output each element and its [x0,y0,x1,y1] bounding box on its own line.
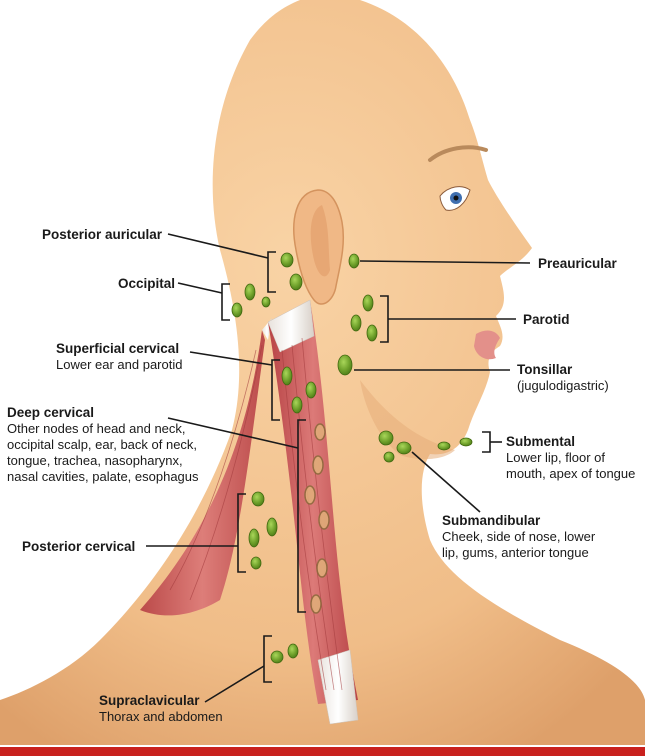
label-superficial-cervical: Superficial cervical Lower ear and parot… [56,340,182,373]
deep-cervical-desc-line: Other nodes of head and neck, [7,421,186,436]
deep-cervical-desc-line: tongue, trachea, nasopharynx, [7,453,183,468]
submandibular-nodes [378,430,412,463]
lips [474,330,500,360]
deep-cervical-desc-line: occipital scalp, ear, back of neck, [7,437,198,452]
deep-cervical-desc-line: nasal cavities, palate, esophagus [7,469,199,484]
tonsillar-desc: (jugulodigastric) [517,378,609,393]
posterior-cervical-title: Posterior cervical [22,539,136,554]
submandibular-desc-line: lip, gums, anterior tongue [442,545,589,560]
superficial-cervical-desc: Lower ear and parotid [56,357,183,372]
supraclavicular-desc: Thorax and abdomen [99,709,223,724]
submental-nodes [437,437,473,451]
occipital-nodes [231,283,271,318]
label-preauricular: Preauricular [538,255,617,272]
tonsillar-title: Tonsillar [517,362,573,377]
deep-cervical-nodes [304,423,330,614]
submental-desc-line: mouth, apex of tongue [506,466,636,481]
trapezius-muscle [140,330,265,616]
preauricular-title: Preauricular [538,256,617,271]
submandibular-title: Submandibular [442,513,541,528]
label-deep-cervical: Deep cervical Other nodes of head and ne… [7,404,199,485]
preauricular-nodes [348,253,360,269]
posterior-cervical-nodes [248,491,278,570]
submandibular-desc-line: Cheek, side of nose, lower [442,529,596,544]
label-submental: Submental Lower lip, floor of mouth, ape… [506,433,635,482]
submental-title: Submental [506,434,576,449]
parotid-title: Parotid [523,312,570,327]
posterior-auricular-title: Posterior auricular [42,227,163,242]
supraclavicular-nodes [270,643,299,664]
leader-lines [146,233,531,703]
deep-cervical-title: Deep cervical [7,405,95,420]
submental-desc-line: Lower lip, floor of [506,450,605,465]
label-submandibular: Submandibular Cheek, side of nose, lower… [442,512,595,561]
posterior-auricular-nodes [280,252,303,291]
occipital-title: Occipital [118,276,176,291]
label-posterior-cervical: Posterior cervical [22,538,135,555]
superficial-cervical-nodes [281,366,317,414]
superficial-cervical-title: Superficial cervical [56,341,180,356]
label-occipital: Occipital [118,275,175,292]
bottom-accent-bar [0,747,645,756]
label-supraclavicular: Supraclavicular Thorax and abdomen [99,692,223,725]
tonsillar-nodes [337,354,353,376]
label-tonsillar: Tonsillar (jugulodigastric) [517,361,609,394]
label-parotid: Parotid [523,311,570,328]
supraclavicular-title: Supraclavicular [99,693,200,708]
parotid-nodes [350,294,378,342]
label-posterior-auricular: Posterior auricular [42,226,162,243]
